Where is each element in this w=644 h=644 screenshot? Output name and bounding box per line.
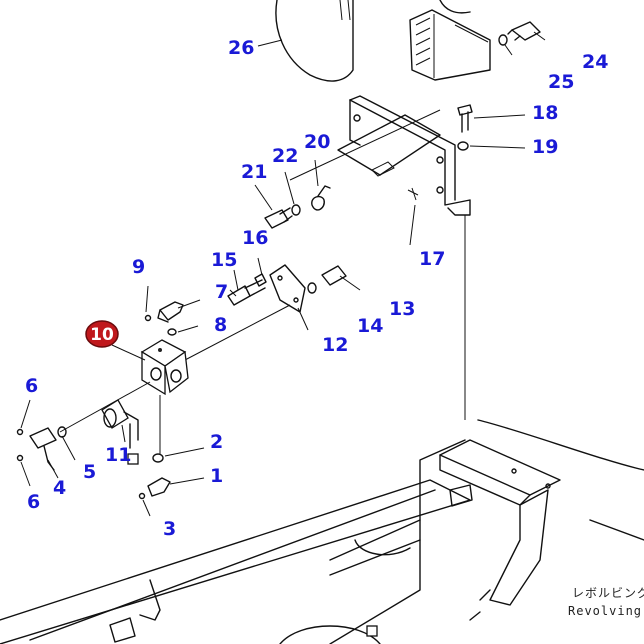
callout-5: 5 [83,461,96,483]
part-10-valve-block [140,339,189,396]
callout-11: 11 [105,444,131,466]
callout-21: 21 [241,161,267,183]
part-26-panel [275,0,354,82]
callout-15: 15 [211,249,237,271]
callout-10-highlight[interactable]: 10 [85,320,119,348]
bolt-24 [498,21,541,46]
callout-4: 4 [53,477,66,499]
callout-6b: 6 [27,491,40,513]
callout-16: 16 [242,227,268,249]
callout-18: 18 [532,102,558,124]
callout-8: 8 [214,314,227,336]
callout-9: 9 [132,256,145,278]
bolt-21 [264,204,301,229]
part-17-bracket [337,95,471,216]
callout-12: 12 [322,334,348,356]
revolving-frame [0,419,644,644]
part-11-solenoid [101,399,139,465]
part-12-plate [269,264,306,313]
bolt-13 [307,265,347,294]
callout-14: 14 [357,315,383,337]
bolt-7 [227,273,267,306]
caption-en: Revolving [568,604,642,618]
callout-7: 7 [215,281,228,303]
bolt-18 [457,104,473,151]
callout-13: 13 [389,298,415,320]
callout-19: 19 [532,136,558,158]
elbow-1 [138,453,171,500]
top-bracket [409,0,491,81]
callout-6a: 6 [25,375,38,397]
callout-10: 10 [90,325,114,345]
callout-25: 25 [548,71,574,93]
caption-jp: レボルビング [572,586,644,600]
revolving-caption: レボルビング Revolving [568,586,644,618]
callout-26: 26 [228,37,254,59]
leader-lines [20,31,546,517]
callout-24: 24 [582,51,608,73]
callout-17: 17 [419,248,445,270]
elbow-9 [144,301,184,336]
callout-2: 2 [210,431,223,453]
fitting-4 [16,426,67,471]
part-20 [311,185,331,211]
callout-22: 22 [272,145,298,167]
callout-3: 3 [163,518,176,540]
callout-1: 1 [210,465,223,487]
callouts: 26 24 25 18 19 20 22 21 16 17 15 9 7 13 … [25,37,608,540]
callout-20: 20 [304,131,330,153]
